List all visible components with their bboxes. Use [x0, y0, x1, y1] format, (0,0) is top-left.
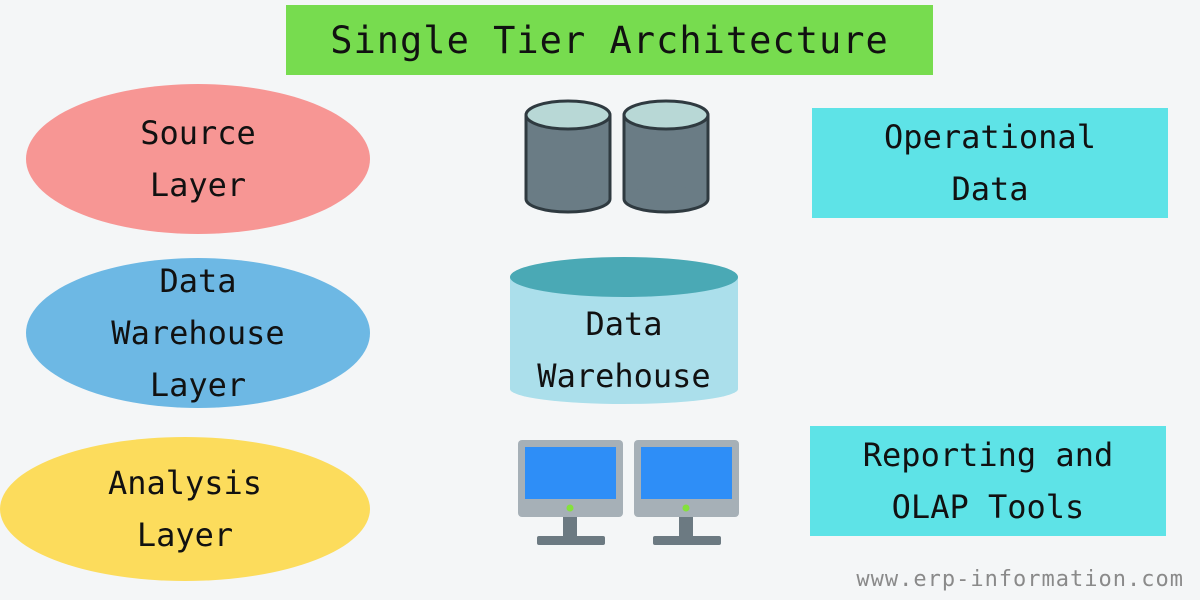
data-warehouse-layer-ellipse: Data Warehouse Layer	[26, 258, 370, 408]
warehouse-cylinder-icon	[510, 257, 738, 404]
monitor-icon	[634, 440, 739, 545]
analysis-layer-ellipse: Analysis Layer	[0, 437, 370, 581]
watermark-text: www.erp-information.com	[856, 567, 1184, 592]
data-warehouse-label: Data Warehouse	[537, 305, 711, 395]
operational-data-box: Operational Data	[812, 108, 1168, 218]
page-title: Single Tier Architecture	[286, 5, 933, 75]
database-icon	[524, 99, 612, 214]
source-layer-ellipse: Source Layer	[26, 84, 370, 234]
database-icon	[622, 99, 710, 214]
reporting-olap-tools-box: Reporting and OLAP Tools	[810, 426, 1166, 536]
monitor-icon	[518, 440, 623, 545]
